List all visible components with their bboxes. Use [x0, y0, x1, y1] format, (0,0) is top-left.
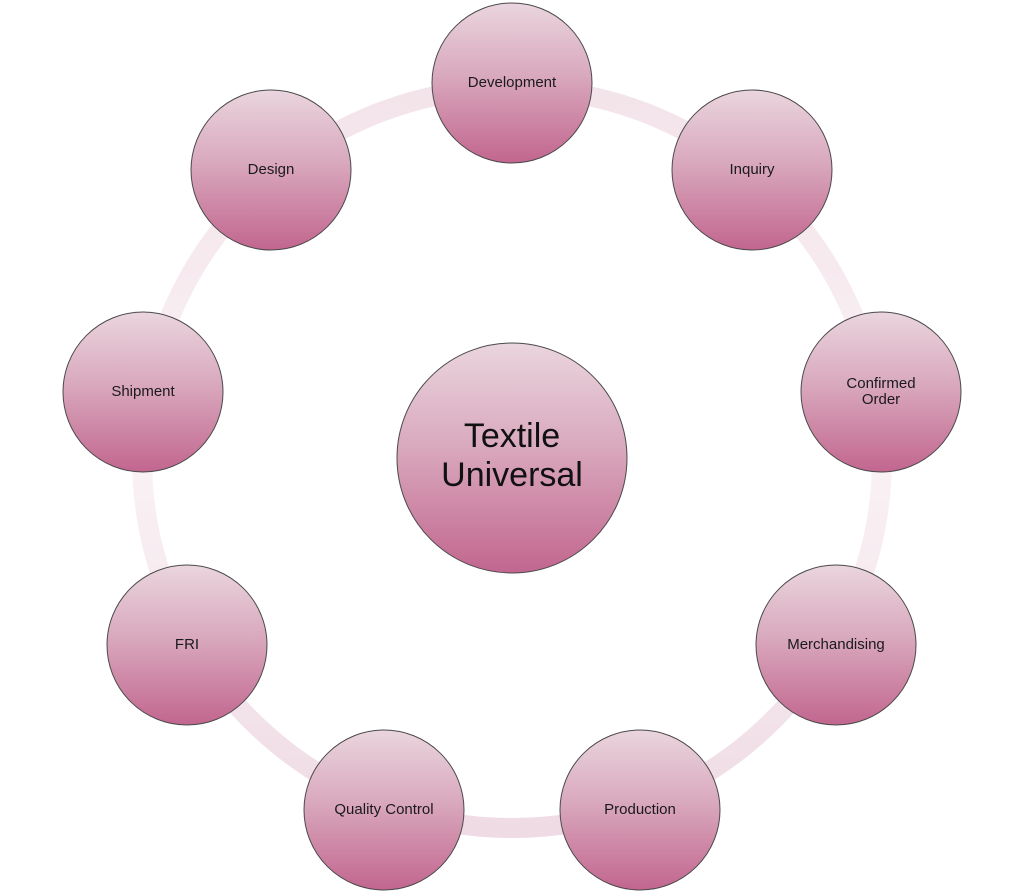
node-shipment	[62, 311, 224, 473]
node-production	[559, 729, 721, 891]
node-design	[190, 89, 352, 251]
node-development	[431, 2, 593, 164]
node-quality-control	[303, 729, 465, 891]
node-merchandising	[755, 564, 917, 726]
center-node	[396, 342, 628, 574]
node-inquiry	[671, 89, 833, 251]
node-confirmed-order	[800, 311, 962, 473]
node-fri	[106, 564, 268, 726]
